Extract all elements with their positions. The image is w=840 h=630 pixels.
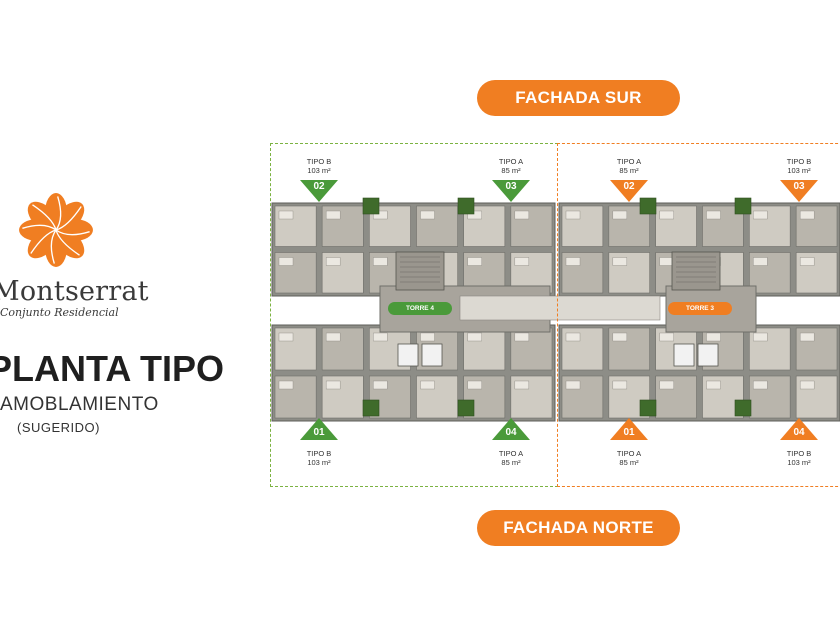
unit-label: TIPO B 103 m²: [769, 449, 829, 467]
unit-label: TIPO B 103 m²: [289, 157, 349, 175]
unit-area: 103 m²: [787, 166, 811, 175]
facade-north-label: FACHADA NORTE: [477, 510, 680, 546]
plan-title: PLANTA TIPO: [0, 348, 224, 389]
unit-number: 04: [793, 427, 805, 438]
unit-label: TIPO A 85 m²: [481, 449, 541, 467]
unit-marker-triangle: [300, 180, 338, 202]
tower-4-label: TORRE 4: [388, 302, 452, 315]
unit-area: 103 m²: [307, 458, 331, 467]
unit-area: 103 m²: [787, 458, 811, 467]
unit-area: 85 m²: [619, 166, 639, 175]
unit-type: TIPO A: [498, 449, 524, 458]
tower-4-zone: [270, 143, 558, 487]
plan-note: (SUGERIDO): [17, 420, 100, 435]
brand-name: Montserrat: [0, 276, 149, 307]
brand-subtitle: Conjunto Residencial: [0, 306, 119, 319]
unit-label: TIPO B 103 m²: [289, 449, 349, 467]
unit-area: 103 m²: [307, 166, 331, 175]
unit-number: 01: [313, 427, 325, 438]
unit-type: TIPO A: [616, 157, 642, 166]
unit-type: TIPO B: [306, 157, 332, 166]
montserrat-flower-logo: [19, 193, 93, 267]
unit-number: 03: [505, 181, 517, 192]
unit-type: TIPO A: [616, 449, 642, 458]
facade-south-label: FACHADA SUR: [477, 80, 680, 116]
tower-3-label: TORRE 3: [668, 302, 732, 315]
unit-area: 85 m²: [501, 458, 521, 467]
unit-number: 04: [505, 427, 517, 438]
unit-number: 03: [793, 181, 805, 192]
unit-type: TIPO B: [786, 157, 812, 166]
tower-3-zone: [557, 143, 840, 487]
unit-label: TIPO A 85 m²: [599, 157, 659, 175]
unit-marker-triangle: [610, 418, 648, 440]
unit-label: TIPO A 85 m²: [481, 157, 541, 175]
unit-area: 85 m²: [619, 458, 639, 467]
unit-type: TIPO A: [498, 157, 524, 166]
unit-label: TIPO B 103 m²: [769, 157, 829, 175]
unit-marker-triangle: [492, 418, 530, 440]
unit-label: TIPO A 85 m²: [599, 449, 659, 467]
unit-type: TIPO B: [786, 449, 812, 458]
plan-subtitle: AMOBLAMIENTO: [0, 394, 159, 415]
unit-marker-triangle: [780, 180, 818, 202]
unit-area: 85 m²: [501, 166, 521, 175]
unit-number: 02: [313, 181, 325, 192]
unit-type: TIPO B: [306, 449, 332, 458]
unit-marker-triangle: [780, 418, 818, 440]
unit-number: 02: [623, 181, 635, 192]
unit-marker-triangle: [492, 180, 530, 202]
unit-number: 01: [623, 427, 635, 438]
unit-marker-triangle: [300, 418, 338, 440]
unit-marker-triangle: [610, 180, 648, 202]
